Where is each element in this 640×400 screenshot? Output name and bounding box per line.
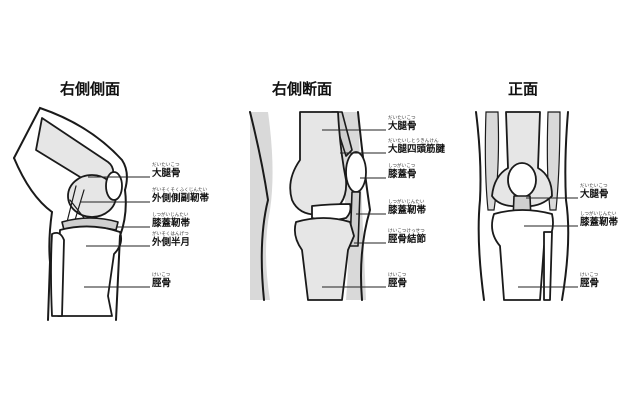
cs-label-tibial-tuberosity-ruby: けいこつけっせつ <box>388 228 425 234</box>
side-label-tibia-ruby: けいこつ <box>152 272 171 278</box>
front-label-femur-ruby: だいたいこつ <box>580 183 608 189</box>
side-label-meniscus-ruby: がいそくはんげつ <box>152 230 189 237</box>
side-view-title: 右側側面 <box>60 80 120 98</box>
cs-tibia <box>293 217 355 301</box>
cross-section-panel: 右側断面 だいたいこつ 大腿骨 だい <box>249 80 446 301</box>
side-label-femur: 大腿骨 <box>152 167 181 179</box>
cross-section-illustration <box>249 111 372 301</box>
side-back-of-knee <box>13 157 53 213</box>
cs-front-outline <box>357 111 372 301</box>
side-label-meniscus: 外側半月 <box>151 236 190 248</box>
cs-label-quad-tendon-ruby: だいたいしとうきんけん <box>388 137 439 144</box>
cs-label-tibia-ruby: けいこつ <box>388 272 407 278</box>
cs-label-quad-tendon: 大腿四頭筋腱 <box>388 143 446 155</box>
side-view-panel: 右側側面 だいた <box>13 80 210 321</box>
front-left-outline <box>475 111 485 301</box>
side-label-patellar-ligament: 膝蓋靭帯 <box>152 217 191 229</box>
side-label-femur-ruby: だいたいこつ <box>152 162 180 168</box>
side-calf-outline <box>47 211 53 321</box>
cs-label-femur: 大腿骨 <box>388 120 417 132</box>
side-thigh-outline <box>13 106 128 191</box>
cs-back-outline <box>249 111 270 301</box>
front-fibula <box>543 231 553 301</box>
side-label-lcl-ruby: がいそくそくふくじんたい <box>152 186 208 193</box>
side-fibula <box>50 231 65 317</box>
cs-patella <box>345 151 367 193</box>
cs-label-tibia: 脛骨 <box>387 278 407 289</box>
cs-posterior-muscle <box>250 112 273 300</box>
front-patella <box>507 162 537 198</box>
side-label-lcl: 外側側副靭帯 <box>151 192 210 204</box>
front-label-patellar-ligament-ruby: しつがいじんたい <box>580 210 617 217</box>
front-view-illustration <box>475 111 570 301</box>
side-view-illustration <box>13 106 128 321</box>
front-right-outline <box>561 111 570 301</box>
front-label-tibia: 脛骨 <box>579 278 599 289</box>
side-tibia <box>57 225 123 317</box>
side-shin-outline <box>115 189 127 321</box>
cs-label-patella: 膝蓋骨 <box>388 168 417 180</box>
cross-section-title: 右側断面 <box>272 80 332 98</box>
side-label-patellar-ligament-ruby: しつがいじんたい <box>152 211 189 218</box>
cs-label-tibial-tuberosity: 脛骨結節 <box>387 233 427 245</box>
cs-label-patellar-ligament-ruby: しつがいじんたい <box>388 198 425 205</box>
front-view-title: 正面 <box>508 80 538 98</box>
cs-label-femur-ruby: だいたいこつ <box>388 115 416 121</box>
front-label-tibia-ruby: けいこつ <box>580 272 599 278</box>
front-view-panel: 正面 だいたいこつ 大腿骨 しつがいじんたい 膝蓋靭帯 けいこつ 脛 <box>475 80 619 301</box>
side-patella <box>105 171 123 201</box>
cs-label-patellar-ligament: 膝蓋靭帯 <box>388 204 427 216</box>
front-label-femur: 大腿骨 <box>580 188 609 200</box>
front-label-patellar-ligament: 膝蓋靭帯 <box>580 216 619 228</box>
cs-femur <box>289 111 348 216</box>
side-label-tibia: 脛骨 <box>151 278 171 289</box>
cs-label-patella-ruby: しつがいこつ <box>388 162 416 169</box>
